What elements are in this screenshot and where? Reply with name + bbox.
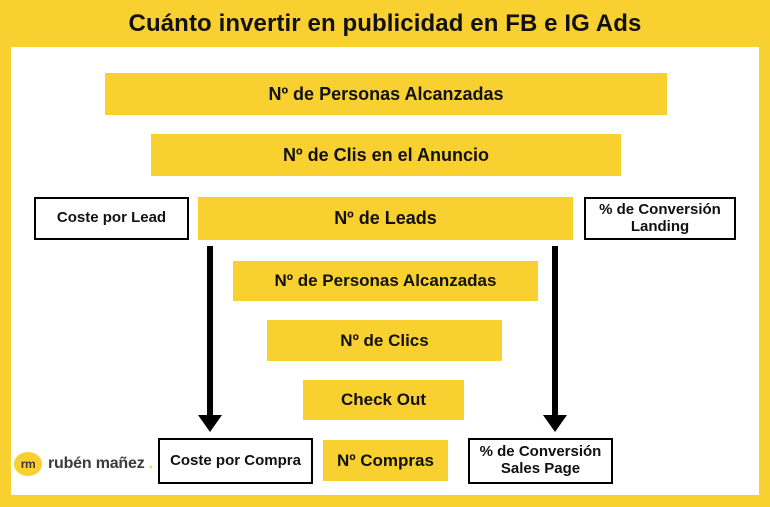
diagram-node-label: % de Conversión Sales Page bbox=[479, 443, 602, 477]
diagram-node-label: Check Out bbox=[340, 390, 427, 410]
diagram-node-conversion-landing: % de Conversión Landing bbox=[584, 197, 736, 240]
diagram-node-label: Nº Compras bbox=[337, 450, 434, 470]
page-title: Cuánto invertir en publicidad en FB e IG… bbox=[128, 9, 642, 37]
flow-arrow-head-icon bbox=[543, 415, 567, 432]
diagram-node-reach-landing: Nº de Personas Alcanzadas bbox=[233, 261, 538, 301]
diagram-node-label: Nº de Leads bbox=[334, 208, 437, 229]
diagram-node-check-out: Check Out bbox=[303, 380, 464, 420]
diagram-node-leads: Nº de Leads bbox=[198, 197, 573, 240]
flow-arrow-head-icon bbox=[198, 415, 222, 432]
diagram-node-label: Nº de Clis en el Anuncio bbox=[283, 144, 489, 165]
logo-dot-icon: . bbox=[148, 455, 153, 472]
diagram-node-clicks-ad: Nº de Clis en el Anuncio bbox=[151, 134, 621, 176]
diagram-node-label: % de Conversión Landing bbox=[599, 200, 721, 235]
logo-monogram-icon: rm bbox=[14, 452, 42, 476]
logo-wordmark: rubén mañez bbox=[48, 455, 145, 472]
diagram-node-cost-per-lead: Coste por Lead bbox=[34, 197, 189, 240]
diagram-canvas: Nº de Personas Alcanzadas Nº de Clis en e… bbox=[11, 47, 759, 495]
diagram-node-conversion-sales-page: % de Conversión Sales Page bbox=[468, 438, 613, 484]
diagram-node-clicks: Nº de Clics bbox=[267, 320, 502, 361]
flow-arrow-line bbox=[207, 246, 213, 415]
diagram-node-label: Coste por Lead bbox=[56, 209, 167, 227]
brand-logo: rm rubén mañez . bbox=[14, 452, 153, 476]
diagram-node-label: Coste por Compra bbox=[170, 451, 301, 469]
diagram-node-label: Nº de Personas Alcanzadas bbox=[274, 271, 497, 291]
title-bar: Cuánto invertir en publicidad en FB e IG… bbox=[0, 0, 770, 47]
diagram-node-label: Nº de Clics bbox=[340, 330, 429, 350]
diagram-node-purchases: Nº Compras bbox=[323, 440, 448, 481]
diagram-node-cost-per-purchase: Coste por Compra bbox=[158, 438, 313, 484]
flow-arrow-line bbox=[552, 246, 558, 415]
diagram-node-label: Nº de Personas Alcanzadas bbox=[268, 83, 504, 104]
diagram-node-reach-ad: Nº de Personas Alcanzadas bbox=[105, 73, 667, 115]
